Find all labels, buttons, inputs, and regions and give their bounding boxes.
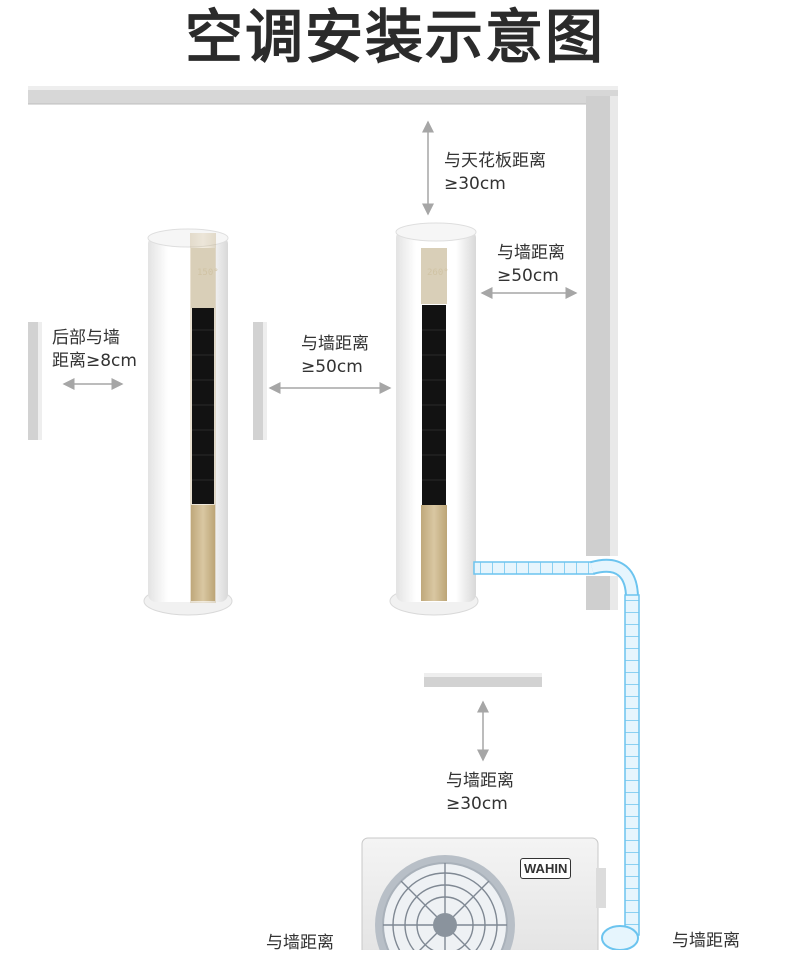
side-wall-middle-line2: ≥50cm (301, 357, 363, 377)
rear-wall-label: 后部与墙 距离≥8cm (52, 327, 137, 373)
indoor-left-display: 150° (197, 268, 219, 278)
rear-wall-line1: 后部与墙 (52, 328, 120, 348)
page-title: 空调安装示意图 (184, 3, 605, 71)
ceiling-wall (28, 86, 618, 105)
side-wall-right-line2: ≥50cm (497, 266, 559, 286)
ceiling-label-line2: ≥30cm (444, 174, 506, 194)
side-wall-middle-label: 与墙距离 ≥50cm (301, 333, 369, 379)
ceiling-label-line1: 与天花板距离 (444, 151, 546, 171)
outdoor-top-line1: 与墙距离 (446, 771, 514, 791)
right-wall (586, 96, 618, 610)
rear-wall-line2: 距离≥8cm (52, 351, 137, 371)
indoor-unit-right (389, 222, 479, 616)
side-wall-right-label: 与墙距离 ≥50cm (497, 242, 565, 288)
outdoor-unit (361, 837, 606, 950)
outdoor-top-line2: ≥30cm (446, 794, 508, 814)
outdoor-left-line1: 与墙距离 (266, 933, 334, 953)
outdoor-brand-logo: WAHIN (520, 858, 572, 879)
outdoor-left-label: 与墙距离 (266, 932, 334, 955)
outdoor-right-label: 与墙距离 (672, 930, 740, 953)
outdoor-right-line1: 与墙距离 (672, 931, 740, 951)
outdoor-top-label: 与墙距离 ≥30cm (446, 770, 514, 816)
side-wall-right-line1: 与墙距离 (497, 243, 565, 263)
indoor-unit-left (143, 228, 233, 616)
refrigerant-pipe (473, 558, 640, 950)
ceiling-distance-label: 与天花板距离 ≥30cm (444, 150, 546, 196)
side-wall-middle-line1: 与墙距离 (301, 334, 369, 354)
indoor-right-display: 260° (427, 268, 449, 278)
